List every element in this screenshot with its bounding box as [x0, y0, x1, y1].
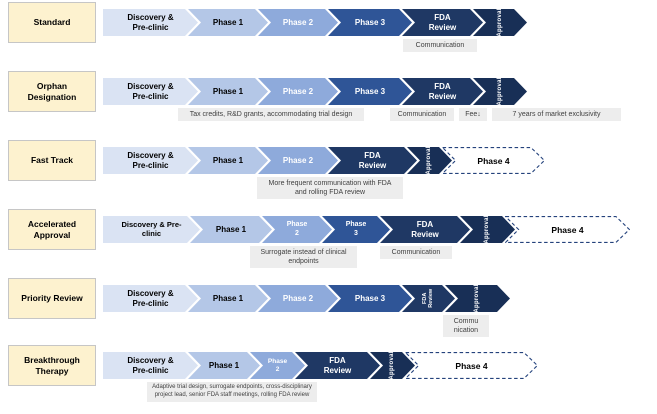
pathway-label: Orphan Designation	[27, 80, 77, 102]
stage-phase-3: Phase 3	[322, 216, 390, 243]
stage-discovery-preclinic: Discovery & Pre-clinic	[103, 9, 198, 36]
stage-phase-1: Phase 1	[188, 9, 268, 36]
stage-phase-2: Phase 2	[258, 285, 338, 312]
stage-fda-review: FDA Review	[402, 9, 483, 36]
pathway-label-box: Orphan Designation	[8, 71, 96, 112]
stage-discovery-preclinic: Discovery & Pre-clinic	[103, 285, 198, 312]
stage-fda-review: FDA Review	[380, 216, 470, 243]
dashed-chevron-outline	[405, 352, 538, 379]
stage-phase-3: Phase 3	[328, 285, 412, 312]
stage-phase-3: Phase 3	[328, 9, 412, 36]
stage-phase-2: Phase 2	[258, 147, 338, 174]
stage-phase-4: Phase 4	[442, 147, 545, 174]
pathway-label: Priority Review	[21, 293, 83, 304]
note-surrogate-endpoints: Surrogate instead of clinical endpoints	[250, 246, 357, 269]
stage-fda-review: FDA Review	[402, 78, 483, 105]
stage-fda-review: FDA Review	[328, 147, 417, 174]
stage-phase-4: Phase 4	[405, 352, 538, 379]
note-communication: Communication	[390, 108, 454, 122]
stage-phase-3: Phase 3	[328, 78, 412, 105]
pathway-row-priority-review: Priority Review Discovery & Pre-clinic P…	[0, 278, 657, 347]
stage-phase-2: Phase 2	[258, 78, 338, 105]
note-adaptive-trial-design: Adaptive trial design, surrogate endpoin…	[147, 382, 317, 402]
stage-strip: Discovery & Pre- clinic Phase 1 Phase 2 …	[103, 216, 630, 243]
stage-strip: Discovery & Pre-clinic Phase 1 Phase 2 P…	[103, 9, 527, 36]
stage-strip: Discovery & Pre-clinic Phase 1 Phase 2 P…	[103, 285, 510, 312]
stage-discovery-preclinic: Discovery & Pre-clinic	[103, 78, 198, 105]
stage-phase-2: Phase 2	[258, 9, 338, 36]
stage-discovery-preclinic: Discovery & Pre- clinic	[103, 216, 200, 243]
stage-phase-1: Phase 1	[188, 147, 268, 174]
note-communication: Commu nication	[443, 315, 489, 338]
dashed-chevron-outline	[442, 147, 545, 174]
pathway-row-accelerated-approval: Accelerated Approval Discovery & Pre- cl…	[0, 209, 657, 278]
stage-fda-review: FDA Review	[295, 352, 380, 379]
pathway-label-box: Priority Review	[8, 278, 96, 319]
pathway-label-box: Accelerated Approval	[8, 209, 96, 250]
pathway-row-fast-track: Fast Track Discovery & Pre-clinic Phase …	[0, 140, 657, 209]
pathway-label: Accelerated Approval	[27, 218, 77, 240]
stage-phase-2: Phase 2	[262, 216, 332, 243]
stage-strip: Discovery & Pre-clinic Phase 1 Phase 2 F…	[103, 352, 538, 379]
dashed-chevron-outline	[505, 216, 630, 243]
pathway-label-box: Standard	[8, 2, 96, 43]
note-communication: Communication	[403, 39, 477, 53]
pathway-label: Breakthrough Therapy	[24, 354, 80, 376]
note-tax-credits: Tax credits, R&D grants, accommodating t…	[178, 108, 364, 122]
stage-discovery-preclinic: Discovery & Pre-clinic	[103, 352, 198, 379]
note-fee-reduction: Fee↓	[459, 108, 487, 122]
stage-discovery-preclinic: Discovery & Pre-clinic	[103, 147, 198, 174]
note-market-exclusivity: 7 years of market exclusivity	[492, 108, 621, 122]
stage-phase-1: Phase 1	[188, 78, 268, 105]
note-communication: Communication	[380, 246, 452, 260]
pathway-label-box: Fast Track	[8, 140, 96, 181]
stage-phase-1: Phase 1	[188, 352, 260, 379]
pathway-label: Fast Track	[30, 155, 74, 166]
stage-strip: Discovery & Pre-clinic Phase 1 Phase 2 P…	[103, 78, 527, 105]
note-frequent-communication: More frequent communication with FDA and…	[257, 177, 403, 200]
stage-phase-4: Phase 4	[505, 216, 630, 243]
stage-strip: Discovery & Pre-clinic Phase 1 Phase 2 F…	[103, 147, 545, 174]
pathway-row-orphan-designation: Orphan Designation Discovery & Pre-clini…	[0, 71, 657, 140]
stage-phase-1: Phase 1	[188, 285, 268, 312]
stage-phase-1: Phase 1	[190, 216, 272, 243]
pathway-label: Standard	[33, 17, 71, 28]
pathway-row-breakthrough-therapy: Breakthrough Therapy Discovery & Pre-cli…	[0, 345, 657, 414]
pathway-row-standard: Standard Discovery & Pre-clinic Phase 1 …	[0, 2, 657, 71]
pathway-label-box: Breakthrough Therapy	[8, 345, 96, 386]
